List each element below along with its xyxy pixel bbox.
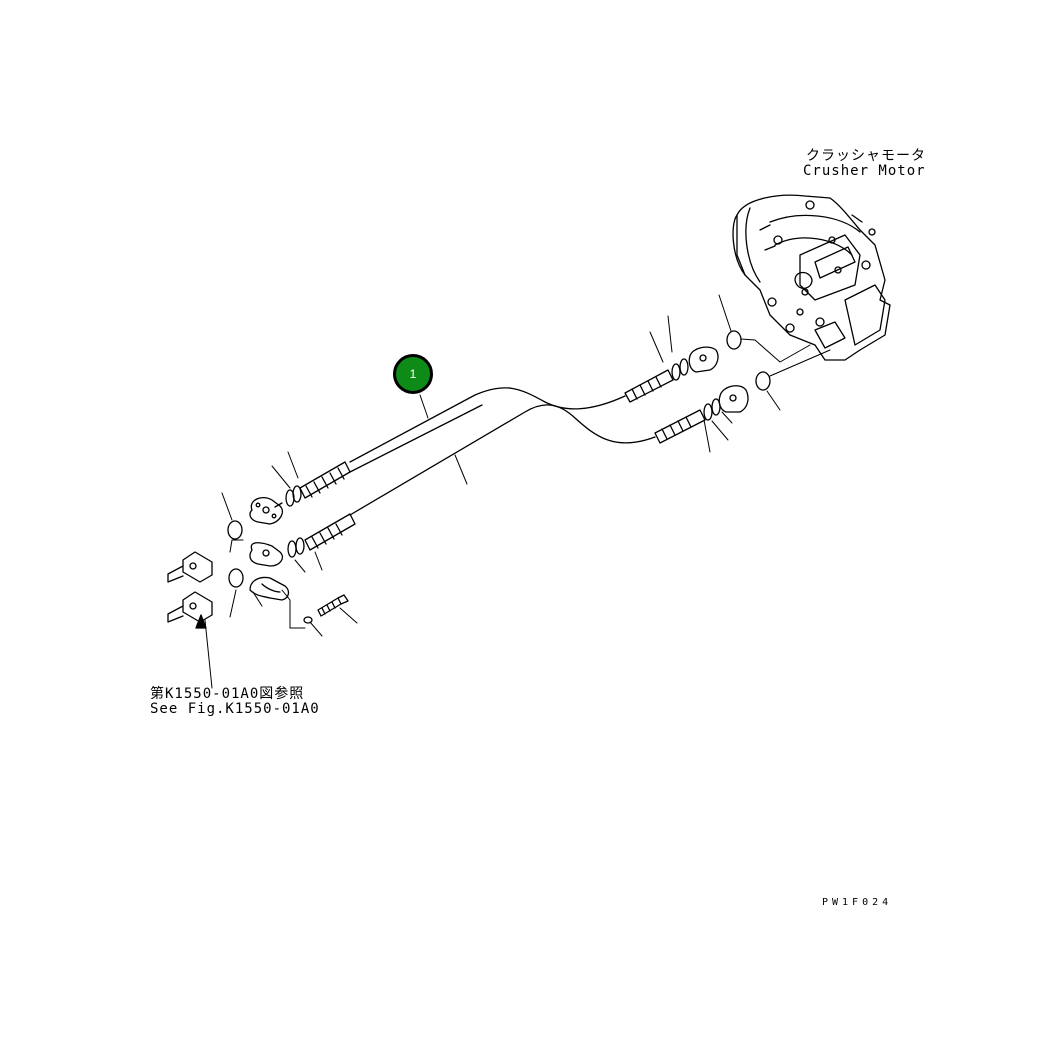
right-lower-fitting — [654, 385, 749, 444]
bolt — [317, 594, 349, 617]
hose-lower — [349, 404, 656, 516]
o-ring-left — [227, 520, 244, 588]
leader-lines — [204, 294, 831, 689]
callout-number: 1 — [409, 367, 417, 381]
left-upper-fitting — [249, 461, 351, 525]
part-callout-1[interactable]: 1 — [393, 354, 433, 394]
o-ring-right — [726, 330, 771, 391]
left-lower-fitting — [249, 513, 356, 567]
motor-label-jp: クラッシャモータ — [806, 148, 926, 164]
figure-code: PW1F024 — [822, 897, 893, 908]
split-flange-left — [249, 576, 290, 601]
crusher-motor — [732, 194, 891, 361]
washer — [303, 616, 313, 624]
ref-label-jp: 第K1550-01A0図参照 — [150, 686, 305, 702]
ref-label-en: See Fig.K1550-01A0 — [150, 701, 320, 717]
reference-arrow — [195, 614, 207, 629]
mating-flange-left — [167, 551, 213, 623]
hose-upper — [349, 387, 626, 473]
right-upper-fitting — [624, 346, 719, 403]
motor-label-en: Crusher Motor — [803, 163, 926, 179]
